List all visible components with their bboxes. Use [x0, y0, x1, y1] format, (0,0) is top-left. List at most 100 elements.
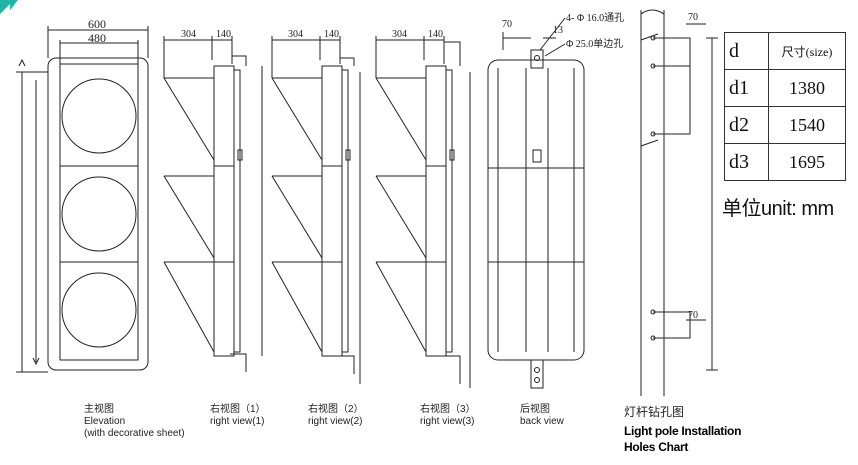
caption-right-view-2-cn: 右视图（2）: [308, 404, 364, 415]
caption-elevation-en: Elevation: [84, 416, 126, 427]
size-table-value: 1540: [768, 106, 846, 144]
back-connector: [532, 149, 542, 163]
dim-label-600: 600: [88, 17, 106, 31]
signal-lens-middle: [61, 176, 137, 252]
dim-label-70: 70: [502, 19, 512, 30]
visor-slope: [163, 261, 215, 353]
bottom-bracket: [442, 355, 461, 384]
table-row: d2 1540: [724, 106, 846, 144]
back-view: [487, 17, 585, 389]
table-row: d1 1380: [724, 69, 846, 107]
leader-line: [544, 43, 566, 57]
top-mount: [530, 49, 544, 69]
back-plate: [233, 69, 241, 353]
pole-break: [640, 9, 665, 15]
visor-slope: [375, 77, 427, 161]
corner-marker-secondary: [10, 0, 18, 10]
caption-right-view-1: 右视图（1） right view(1): [210, 404, 266, 428]
dim-label-width: 140: [428, 29, 443, 40]
signal-lens-top: [61, 78, 137, 154]
dim-label-depth: 304: [392, 29, 407, 40]
visor-slope: [271, 261, 323, 353]
bracket-lug: [449, 149, 455, 161]
right-view-1: [163, 36, 263, 372]
top-bracket: [443, 41, 461, 66]
pole-hatch: [640, 139, 659, 147]
dim-label-480: 480: [88, 31, 106, 45]
size-table-key: d2: [724, 106, 769, 144]
bracket-lug: [237, 149, 243, 161]
size-table-header: d 尺寸(size): [724, 32, 846, 70]
dim-label-depth: 304: [181, 29, 196, 40]
visor-slope: [375, 175, 427, 259]
caption-right-view-3-en: right view(3): [420, 416, 475, 427]
visor-slope: [163, 175, 215, 259]
caption-pole-cn: 灯杆钻孔图: [624, 405, 685, 419]
mount-hole: [534, 367, 540, 373]
unit-label: 单位unit: mm: [722, 198, 834, 220]
back-plate: [445, 69, 453, 353]
dim-label-13: 13: [553, 25, 563, 36]
hole-leader: [653, 65, 691, 135]
elevation-housing: [47, 57, 149, 371]
caption-back-view-en: back view: [520, 416, 564, 427]
dim-label-hole-spacing-bottom: 70: [688, 310, 698, 321]
bracket-lug: [345, 149, 351, 161]
caption-pole-en-2: Holes Chart: [624, 440, 689, 454]
visor-slope: [271, 175, 323, 259]
bottom-bracket: [338, 355, 355, 374]
visor-slope: [375, 261, 427, 353]
arrow: [32, 357, 40, 366]
light-pole-view: [640, 9, 718, 396]
hole-leader: [653, 311, 691, 339]
mount-hole: [534, 377, 540, 383]
dim-label-hole-spacing-top: 70: [688, 12, 698, 23]
size-table-header-key: d: [724, 32, 769, 70]
top-bracket: [231, 55, 247, 66]
size-table-header-value: 尺寸(size): [768, 32, 846, 70]
table-row: d3 1695: [724, 143, 846, 181]
hole-leader: [653, 37, 691, 66]
elevation-front-panel: [59, 63, 139, 361]
hole-spec-through: 4- Φ 16.0通孔: [566, 12, 624, 24]
caption-right-view-1-en: right view(1): [210, 416, 265, 427]
bottom-bracket: [230, 353, 247, 372]
visor-slope: [163, 77, 215, 161]
caption-pole-en-1: Light pole Installation: [624, 424, 742, 438]
caption-right-view-1-cn: 右视图（1）: [210, 404, 266, 415]
dim-label-width: 140: [216, 29, 231, 40]
size-table: d 尺寸(size) d1 1380 d2 1540 d3 1695: [724, 32, 846, 181]
housing-side: [213, 65, 235, 357]
housing-side: [321, 65, 343, 357]
housing-side: [425, 65, 447, 357]
right-view-2: [271, 36, 361, 384]
pole-hatch: [640, 33, 659, 41]
caption-right-view-2-en: right view(2): [308, 416, 363, 427]
size-table-key: d1: [724, 69, 769, 107]
visor-slope: [271, 77, 323, 161]
dim-label-depth: 304: [288, 29, 303, 40]
caption-elevation: 主视图 Elevation (with decorative sheet): [84, 404, 185, 440]
caption-right-view-3: 右视图（3） right view(3): [420, 404, 476, 428]
signal-lens-bottom: [61, 272, 137, 348]
caption-back-view: 后视图 back view: [520, 404, 564, 428]
caption-right-view-3-cn: 右视图（3）: [420, 404, 476, 415]
caption-elevation-cn: 主视图: [84, 404, 114, 415]
dim-label-width: 140: [324, 29, 339, 40]
size-table-value: 1695: [768, 143, 846, 181]
caption-elevation-note: (with decorative sheet): [84, 428, 185, 439]
size-table-key: d3: [724, 143, 769, 181]
arrow: [18, 58, 26, 67]
back-plate: [341, 69, 349, 353]
hole-spec-single: Φ 25.0单边孔: [566, 38, 623, 50]
bottom-mount: [530, 359, 544, 389]
leader-line: [539, 17, 566, 51]
right-view-3: [375, 36, 471, 388]
top-bracket: [339, 57, 355, 66]
size-table-value: 1380: [768, 69, 846, 107]
back-housing: [487, 59, 585, 361]
caption-right-view-2: 右视图（2） right view(2): [308, 404, 364, 428]
elevation-view: [16, 26, 149, 373]
caption-back-view-cn: 后视图: [520, 404, 550, 415]
